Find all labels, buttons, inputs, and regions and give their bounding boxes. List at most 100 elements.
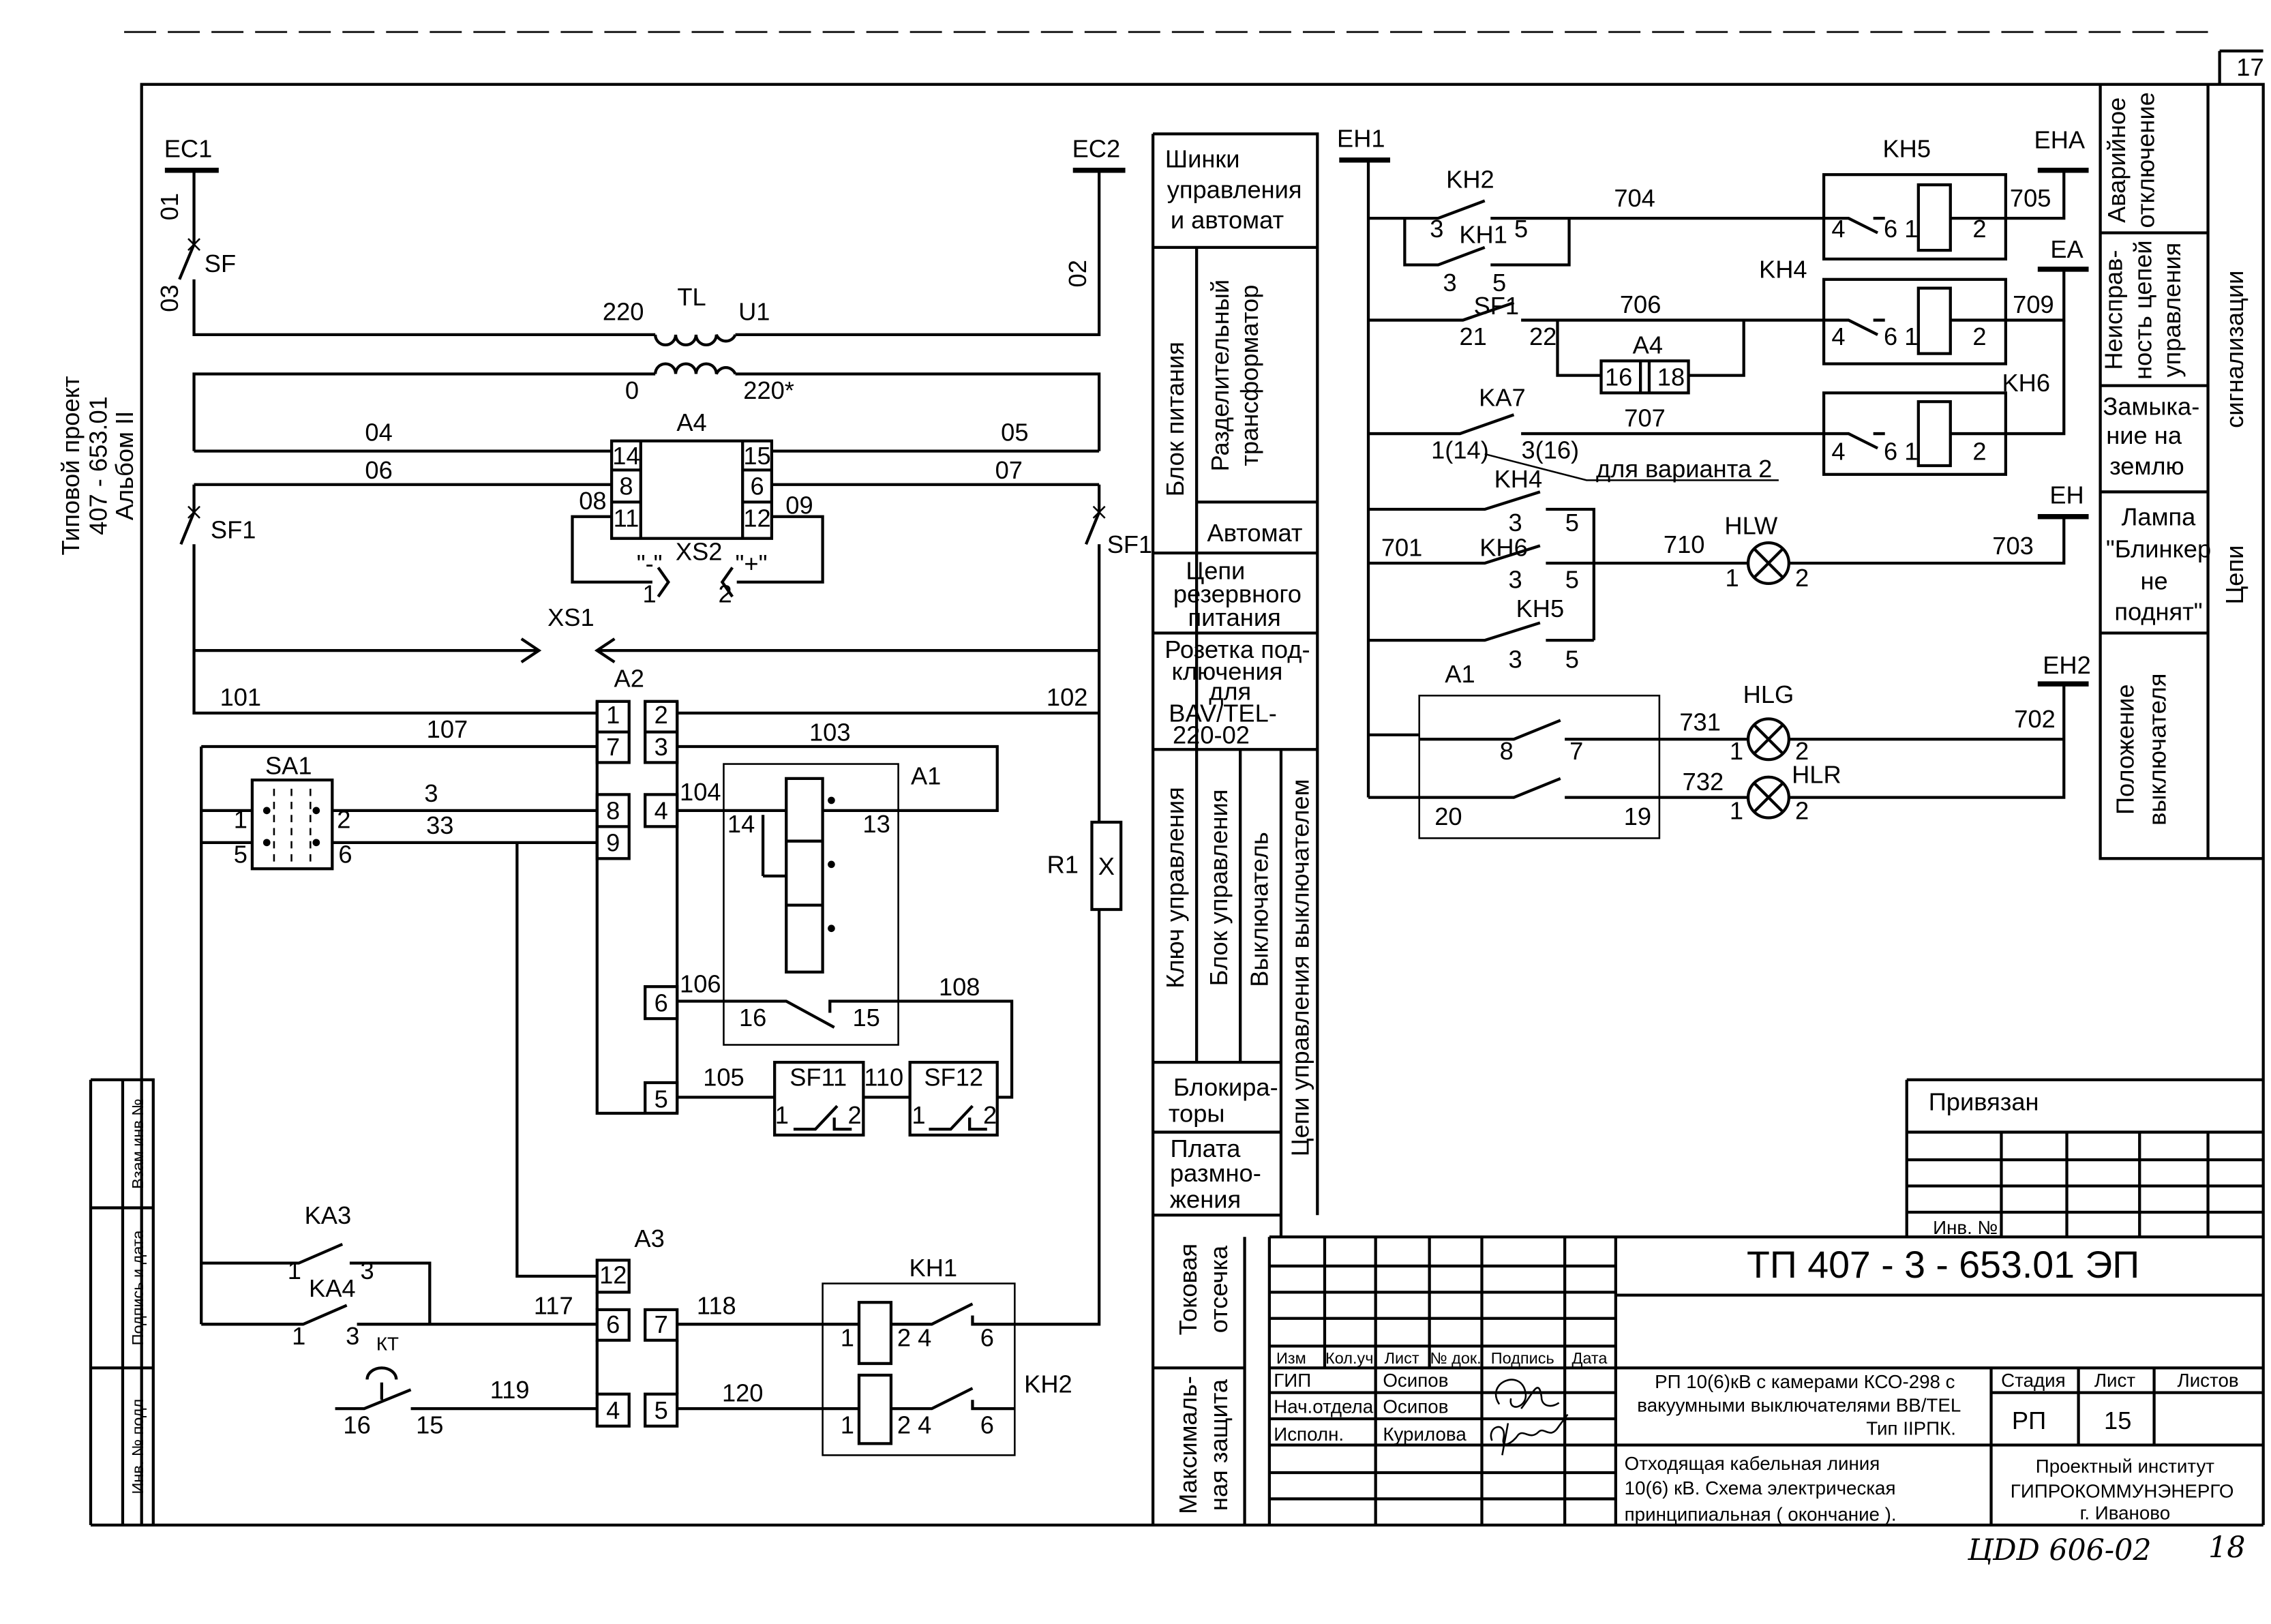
svg-text:SF1: SF1 [211,516,256,544]
svg-text:2: 2 [1795,737,1809,765]
svg-text:Изм: Изм [1276,1349,1306,1367]
svg-text:Розетка под-: Розетка под- [1164,635,1310,663]
svg-text:Подпись: Подпись [1491,1349,1554,1367]
svg-text:2: 2 [1972,322,1986,350]
svg-text:KH2: KH2 [1024,1370,1072,1398]
svg-text:9: 9 [606,829,620,857]
left-circuit-labels: EC1 01 SF 03 EC2 02 220 TL U1 0 220* 04 … [155,135,1152,1439]
svg-text:вакуумными выключателями ВВ/TE: вакуумными выключателями ВВ/TEL [1637,1394,1961,1415]
svg-text:120: 120 [722,1379,764,1407]
svg-text:7: 7 [606,733,620,761]
svg-text:5: 5 [1565,509,1579,537]
svg-text:0: 0 [625,376,639,404]
svg-text:13: 13 [862,810,890,838]
svg-text:6: 6 [750,472,764,500]
svg-text:01: 01 [155,193,183,220]
svg-text:Шинки: Шинки [1165,145,1240,172]
svg-text:Аварийное: Аварийное [2103,97,2131,223]
svg-text:Инв. № подл: Инв. № подл [129,1399,147,1494]
svg-text:6 1: 6 1 [1884,437,1918,465]
svg-text:104: 104 [680,778,721,806]
svg-text:117: 117 [534,1291,573,1319]
svg-text:731: 731 [1679,708,1721,736]
svg-text:управления: управления [2158,243,2186,378]
svg-text:16: 16 [343,1411,370,1439]
svg-text:1: 1 [1730,797,1743,825]
svg-text:6: 6 [338,841,352,869]
svg-text:7: 7 [655,1310,668,1338]
svg-text:Исполн.: Исполн. [1274,1424,1344,1445]
svg-text:Тип IIРПК.: Тип IIРПК. [1866,1418,1956,1439]
svg-text:EHA: EHA [2034,126,2086,154]
svg-text:101: 101 [220,683,262,711]
svg-text:14: 14 [612,442,640,470]
svg-text:701: 701 [1381,533,1423,561]
signaling-legend-panel: Аварийное отключение Неисправ- ность цеп… [2099,84,2264,860]
svg-text:управления: управления [1167,175,1302,203]
svg-text:ность цепей: ность цепей [2129,240,2156,380]
resistor-r1 [1090,820,1123,912]
control-key-sa1 [250,778,334,871]
svg-text:HLG: HLG [1743,680,1794,708]
svg-text:105: 105 [703,1063,745,1091]
transformer-tl-primary [654,333,737,346]
svg-text:EC2: EC2 [1072,135,1121,163]
svg-text:KA3: KA3 [305,1201,352,1229]
svg-text:8: 8 [1500,737,1514,765]
svg-text:6: 6 [980,1323,994,1351]
svg-text:Плата: Плата [1170,1134,1241,1162]
svg-text:Выключатель: Выключатель [1246,832,1274,987]
svg-text:"+": "+" [736,550,768,577]
svg-text:KH1: KH1 [1459,220,1507,248]
svg-text:"-": "-" [637,550,663,577]
svg-text:8: 8 [606,797,620,825]
svg-text:15: 15 [2104,1407,2131,1434]
svg-text:220-02: 220-02 [1173,721,1250,749]
block-a1-contacts [1418,694,1661,839]
svg-text:1: 1 [1730,737,1743,765]
svg-text:2: 2 [655,701,668,729]
svg-text:5: 5 [1492,269,1506,297]
svg-text:Цепи: Цепи [2221,545,2249,605]
left-control-circuit [164,157,2089,1456]
svg-text:РП: РП [2012,1407,2046,1434]
svg-text:Привязан: Привязан [1929,1088,2039,1116]
svg-text:2: 2 [719,580,732,608]
svg-text:KA7: KA7 [1479,384,1526,412]
svg-text:Максималь-: Максималь- [1174,1376,1202,1514]
svg-text:резервного: резервного [1173,580,1302,608]
svg-text:Цепи управления выключателем: Цепи управления выключателем [1286,779,1314,1157]
svg-text:Цепи: Цепи [1186,556,1245,584]
svg-text:ная защита: ная защита [1205,1379,1233,1511]
svg-text:г. Иваново: г. Иваново [2080,1502,2171,1523]
svg-text:Разделительный: Разделительный [1206,280,1234,472]
svg-text:04: 04 [365,419,392,447]
svg-text:KH6: KH6 [1479,533,1528,561]
svg-text:2: 2 [1972,215,1986,243]
svg-text:1: 1 [288,1257,301,1284]
svg-text:Листов: Листов [2177,1370,2238,1391]
project-side-label: Типовой проект 407 - 653.01 Альбом II [57,376,138,556]
svg-text:10(6) кВ. Схема электрическа: 10(6) кВ. Схема электрическая [1625,1477,1896,1499]
svg-text:705: 705 [2010,184,2051,212]
svg-text:5: 5 [1565,646,1579,674]
svg-text:702: 702 [2014,705,2056,733]
svg-text:1: 1 [643,580,657,608]
svg-text:09: 09 [785,491,813,519]
svg-text:R1: R1 [1047,851,1079,879]
svg-text:A1: A1 [1445,660,1475,688]
svg-text:размно-: размно- [1170,1159,1261,1187]
svg-text:6: 6 [655,989,668,1017]
svg-text:ние на: ние на [2106,421,2182,449]
svg-text:108: 108 [939,973,980,1001]
svg-text:EH1: EH1 [1337,125,1385,153]
svg-text:3: 3 [1430,215,1443,243]
svg-text:жения: жения [1170,1186,1241,1214]
svg-text:15: 15 [852,1004,879,1032]
svg-text:4: 4 [655,797,668,825]
right-circuit-labels: EH1 KH2 3 KH1 5 3 5 704 KH5 4 6 1 2 705 … [1337,125,2091,831]
svg-text:6: 6 [980,1411,994,1439]
svg-text:2 4: 2 4 [897,1323,931,1351]
svg-text:EC1: EC1 [164,135,213,163]
svg-text:220*: 220* [743,376,794,404]
